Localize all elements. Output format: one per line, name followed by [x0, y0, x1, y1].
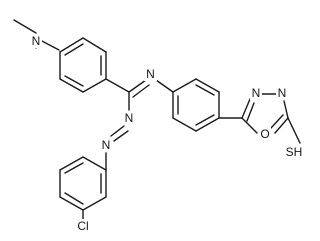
oxadiazole-ring: [241, 93, 301, 144]
ring-b-bond: [172, 117, 197, 132]
atom-n-azo-1: N: [125, 111, 134, 125]
atom-n-dimethyl: N: [32, 34, 41, 48]
label-bg: [30, 34, 42, 48]
label-bg: [100, 138, 112, 152]
ring-b-phenylene: [172, 78, 243, 132]
bond-oxadiazole-to-sh: [287, 117, 301, 144]
bond-carbon-to-imine-n-double: [132, 84, 150, 98]
ring-b-double: [195, 84, 215, 96]
ring-a-bond: [82, 37, 107, 53]
ring-c-bond: [82, 196, 107, 211]
azo-linkage: [105, 125, 129, 171]
bond-azo-n-n: [110, 125, 125, 137]
ring-a-bond: [59, 78, 84, 93]
label-bg: [276, 86, 288, 100]
ring-c-double: [64, 162, 84, 174]
label-bg: [283, 145, 305, 159]
bond-carbon-to-imine-n: [128, 79, 147, 93]
oxadiazole-bond: [283, 100, 289, 119]
atom-n-oxadiazole-3: N: [252, 86, 261, 100]
ring-c-chlorophenyl: [59, 156, 107, 221]
ring-c-bond: [59, 156, 84, 171]
label-bg: [144, 67, 157, 81]
label-bg: [123, 111, 135, 125]
ring-c-double: [64, 192, 84, 205]
bond-ring-a-to-carbon: [105, 78, 130, 93]
atom-n-oxadiazole-4: N: [278, 86, 287, 100]
oxadiazole-bond: [241, 117, 258, 134]
ring-a-bond: [82, 78, 107, 93]
label-bg: [250, 86, 262, 100]
ring-c-bond: [82, 156, 107, 171]
atom-labels: N N N N Cl N N O SH: [30, 34, 305, 233]
label-bg: [73, 219, 93, 233]
oxadiazole-bond: [274, 117, 289, 134]
oxadiazole-double: [246, 102, 255, 122]
atom-thiol: SH: [286, 145, 303, 159]
bond-methyl-1: [13, 19, 37, 34]
ring-a-double: [64, 43, 84, 56]
bond-azo-n-n-double: [113, 130, 129, 142]
atom-chlorine: Cl: [77, 219, 88, 233]
ring-a-dimethylaminophenyl: [59, 37, 107, 93]
ring-b-bond: [172, 78, 197, 93]
bond-n-ring: [39, 39, 60, 51]
atom-n-azo-2: N: [102, 138, 111, 152]
atom-o-oxadiazole: O: [260, 127, 269, 141]
ring-a-bond: [59, 37, 84, 53]
oxadiazole-double: [270, 114, 284, 129]
atom-n-imine: N: [146, 67, 155, 81]
chemical-structure-diagram: N N N N Cl N N O SH: [13, 19, 305, 233]
bond-imine-n-to-ring-b: [155, 79, 174, 93]
label-bg: [259, 127, 271, 141]
amidine-core: [105, 78, 174, 111]
ring-c-bond: [59, 196, 84, 211]
ring-b-bond: [195, 78, 220, 93]
ring-b-double: [195, 114, 215, 126]
ring-b-bond: [195, 117, 220, 132]
ring-a-double: [64, 75, 84, 87]
oxadiazole-bond: [241, 98, 251, 119]
